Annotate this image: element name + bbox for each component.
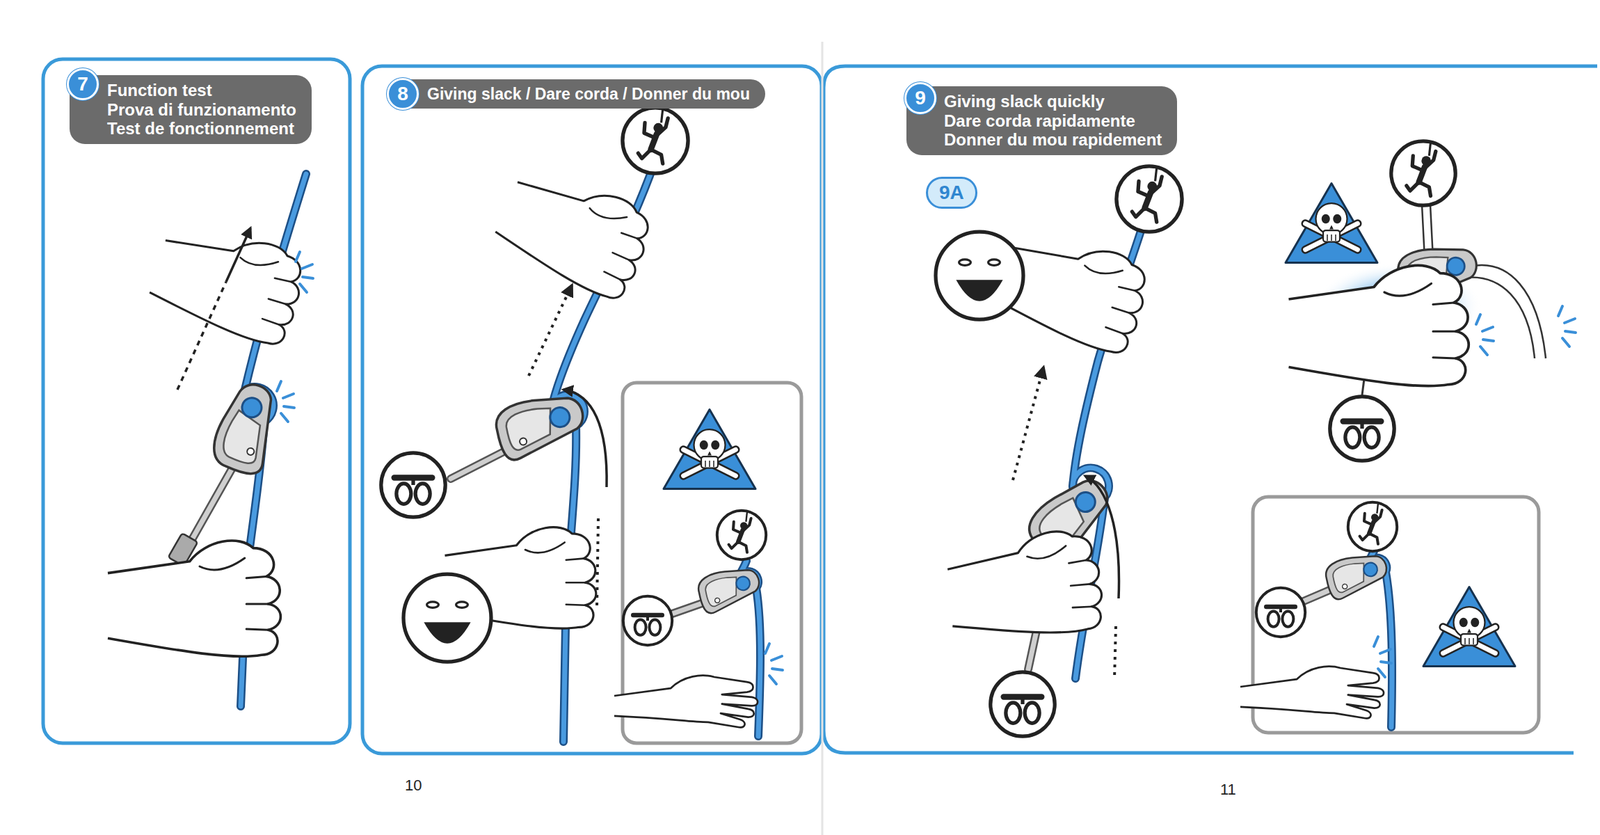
giving-slack-figure [381,107,802,743]
giving-slack-figure [694,562,764,615]
step-number-text: 8 [397,82,409,106]
step-number: 9 [904,82,937,115]
function-test-figure [276,381,295,422]
giving-slack-figure [614,675,758,728]
giving-slack-quickly-figure [1476,314,1494,355]
giving-slack-quickly-figure [1085,475,1120,599]
function-test-figure [145,214,311,349]
heading-pill-text: Giving slack quickly [944,91,1162,112]
heading-pill: Function testProva di funzionamentoTest … [69,75,312,144]
giving-slack-quickly-figure [1558,306,1576,347]
giving-slack-quickly-figure [1348,502,1397,551]
function-test-figure [107,540,281,656]
heading-pill-text: Giving slack / Dare corda / Donner du mo… [427,84,750,103]
page-gutter [821,41,824,835]
sub-step-badge-text: 9A [939,181,965,204]
giving-slack-figure [403,573,492,662]
giving-slack-quickly-figure [990,672,1055,736]
heading-pill: Giving slack quicklyDare corda rapidamen… [906,86,1178,156]
giving-slack-quickly-figure [1116,166,1182,232]
giving-slack-figure [596,518,599,607]
giving-slack-quickly-figure [1459,265,1546,359]
giving-slack-quickly-figure [945,528,1105,643]
giving-slack-quickly-figure [1373,636,1392,677]
giving-slack-quickly-figure [935,231,1024,320]
giving-slack-figure [381,452,446,517]
giving-slack-figure [563,389,607,487]
heading-pill-text: Test de fonctionnement [107,118,297,139]
heading-pill-text: Function test [107,80,297,101]
giving-slack-figure [623,596,672,645]
giving-slack-quickly-figure [935,141,1576,736]
step-number: 8 [386,77,419,110]
giving-slack-figure [717,510,766,560]
heading-pill-text: Prova di funzionamento [107,100,297,120]
sub-step-badge: 9A [925,176,978,209]
heading-pill-text: Dare corda rapidamente [944,111,1162,131]
giving-slack-quickly-figure [1012,367,1044,480]
step-number-text: 7 [77,73,89,96]
step-panel [823,66,1598,753]
giving-slack-figure [765,643,783,684]
giving-slack-quickly-figure [1322,548,1392,602]
function-test-figure [177,281,227,390]
giving-slack-figure [491,388,590,463]
giving-slack-quickly-figure [1256,587,1306,637]
giving-slack-quickly-figure [1285,183,1378,263]
function-test-figure [226,228,251,282]
giving-slack-quickly-figure [1330,396,1395,461]
giving-slack-figure [489,157,660,304]
step-panel [362,66,822,754]
page-number: 11 [1220,780,1237,799]
function-test-figure [207,377,288,478]
giving-slack-figure [622,107,688,174]
giving-slack-quickly-figure [1391,141,1456,206]
heading-pill: Giving slack / Dare corda / Donner du mo… [389,79,766,109]
step-panel [43,59,350,743]
heading-pill-text: Donner du mou rapidement [944,130,1162,150]
function-test-figure [107,173,314,707]
step-number-text: 9 [914,86,926,110]
giving-slack-quickly-figure [1114,626,1116,679]
page-number: 10 [404,776,422,795]
giving-slack-figure [528,285,572,376]
giving-slack-quickly-figure [1240,666,1384,719]
step-number: 7 [66,68,99,101]
giving-slack-quickly-figure [1423,587,1516,667]
function-test-figure [295,251,314,293]
giving-slack-figure [663,409,756,490]
giving-slack-quickly-figure [1289,265,1470,386]
